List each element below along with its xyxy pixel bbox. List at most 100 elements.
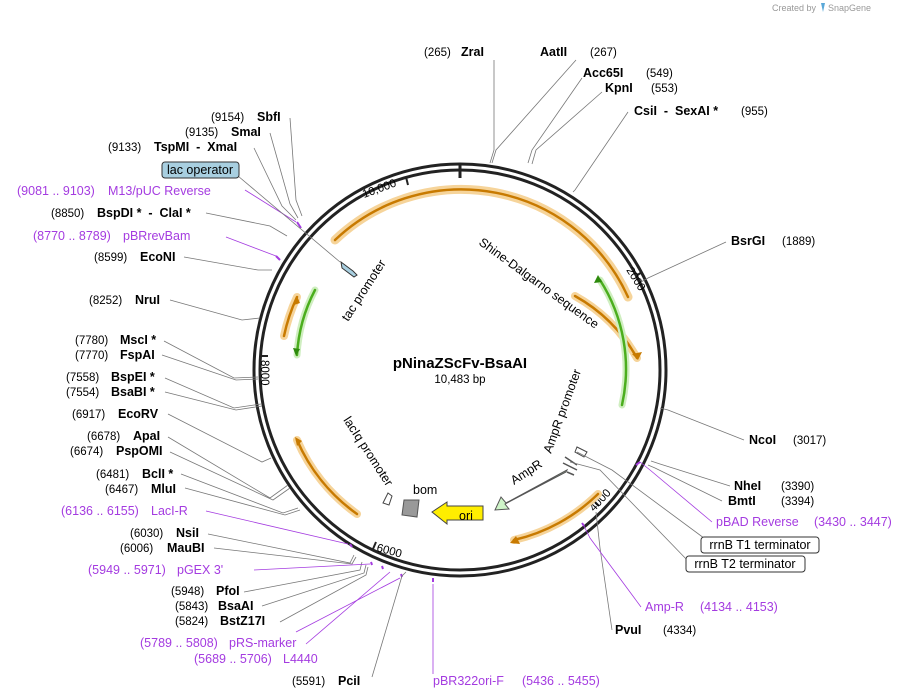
svg-text:(553): (553) [651,83,678,95]
lacIq-promoter-label: lacIq promoter [340,414,395,489]
site-msci[interactable]: (7780)MscI * [75,333,156,347]
svg-text:(8850): (8850) [51,208,84,220]
svg-text:Amp-R: Amp-R [645,600,684,614]
site-tspmi-xmai[interactable]: (9133) TspMI - XmaI [108,140,237,154]
site-nrui[interactable]: (8252) NruI [89,293,160,307]
site-fspai[interactable]: (7770)FspAI [75,348,155,362]
site-kpni[interactable]: KpnI (553) [605,81,678,95]
feature-lac-operator[interactable]: lac operator [161,161,240,179]
site-pfoi[interactable]: (5948)PfoI [171,584,240,598]
svg-text:(7554): (7554) [66,387,99,399]
svg-text:(6006): (6006) [120,543,153,555]
bom-box [401,499,420,518]
svg-text:(7558): (7558) [66,372,99,384]
site-econi[interactable]: (8599) EcoNI [94,250,175,264]
site-pcii[interactable]: (5591)PciI [292,674,360,688]
ampr-label: AmpR [508,457,545,488]
primer-pgex-3[interactable]: (5949 .. 5971)pGEX 3' [88,563,223,577]
svg-text:(3017): (3017) [793,435,826,447]
primer-laci-r[interactable]: (6136 .. 6155)LacI-R [61,504,188,518]
primer-m13-puc-reverse[interactable]: (9081 .. 9103)M13/pUC Reverse [17,184,211,198]
primer-prs-marker[interactable]: (5789 .. 5808)pRS-marker [140,636,296,650]
site-pvui[interactable]: PvuI(4334) [615,623,696,637]
feature-rrnb-t1-terminator[interactable]: rrnB T1 terminator [700,536,820,554]
svg-text:(8252): (8252) [89,295,122,307]
site-aatii[interactable]: AatII(267) [540,45,617,59]
svg-text:EcoNI: EcoNI [140,250,175,264]
svg-text:(5689 .. 5706): (5689 .. 5706) [194,652,272,666]
svg-text:(7780): (7780) [75,335,108,347]
site-maubi[interactable]: (6006) MauBI [120,541,205,555]
svg-text:(6030): (6030) [130,528,163,540]
svg-text:BsaBI *: BsaBI * [111,385,155,399]
svg-text:(7770): (7770) [75,350,108,362]
plasmid-size: 10,483 bp [434,374,485,386]
primer-l4440[interactable]: (5689 .. 5706)L4440 [194,652,318,666]
svg-text:(8599): (8599) [94,252,127,264]
svg-text:MluI: MluI [151,482,176,496]
svg-text:(5843): (5843) [175,601,208,613]
plasmid-name: pNinaZScFv-BsaAI [393,355,527,372]
primer-pbr322ori-f[interactable]: pBR322ori-F(5436 .. 5455) [433,674,600,688]
svg-text:KpnI: KpnI [605,81,633,95]
svg-text:(3430 .. 3447): (3430 .. 3447) [814,515,892,529]
site-bmti[interactable]: BmtI (3394) [728,494,814,508]
site-acc65i[interactable]: Acc65I (549) [583,66,673,80]
site-csii-sexai[interactable]: CsiI - SexAI *(955) [634,104,768,118]
svg-text:pBR322ori-F: pBR322ori-F [433,674,504,688]
svg-text:NruI: NruI [135,293,160,307]
site-bsabi[interactable]: (7554) BsaBI * [66,385,155,399]
site-ecorv[interactable]: (6917)EcoRV [72,407,159,421]
svg-text:pGEX 3': pGEX 3' [177,563,223,577]
site-bspei[interactable]: (7558)BspEI * [66,370,155,384]
feature-rrnb-t2-terminator[interactable]: rrnB T2 terminator [685,555,806,573]
credit-text: Created by [772,3,817,13]
site-bstz17i[interactable]: (5824)BstZ17I [175,614,265,628]
site-sbfi[interactable]: (9154)SbfI [211,110,281,124]
svg-text:pBRrevBam: pBRrevBam [123,229,190,243]
site-nsii[interactable]: (6030)NsiI [130,526,199,540]
enzyme-labels: (265)ZraI AatII(267) Acc65I (549) KpnI (55… [51,45,826,688]
svg-text:(3394): (3394) [781,496,814,508]
primer-pbad-reverse[interactable]: pBAD Reverse (3430 .. 3447) [716,515,892,529]
ampr-promoter-arrow [574,446,588,458]
site-apai[interactable]: (6678)ApaI [87,429,160,443]
shine-dalgarno-label: Shine-Dalgarno sequence [476,235,601,331]
svg-text:(265): (265) [424,47,451,59]
bom-label: bom [413,483,437,497]
ori-arrow [431,501,484,526]
lacIq-promoter-arrow [382,492,393,506]
svg-text:(3390): (3390) [781,481,814,493]
site-smai[interactable]: (9135)SmaI [185,125,261,139]
feature-leader-lines [237,175,713,564]
site-zrai[interactable]: (265)ZraI [424,45,484,59]
svg-text:MauBI: MauBI [167,541,205,555]
svg-text:pBAD Reverse: pBAD Reverse [716,515,799,529]
svg-text:TspMI - XmaI: TspMI - XmaI [154,140,237,154]
site-mlui[interactable]: (6467)MluI [105,482,176,496]
svg-text:BmtI: BmtI [728,494,756,508]
site-ncoi[interactable]: NcoI(3017) [749,433,826,447]
svg-text:(549): (549) [646,68,673,80]
site-bcli[interactable]: (6481)BclI * [96,467,173,481]
svg-text:(6917): (6917) [72,409,105,421]
site-bsrgi[interactable]: BsrGI(1889) [731,234,815,248]
svg-text:NheI: NheI [734,479,761,493]
svg-text:rrnB T2 terminator: rrnB T2 terminator [694,557,795,571]
site-bspdi-clai[interactable]: (8850)BspDI * - ClaI * [51,206,191,220]
site-bsaai[interactable]: (5843)BsaAI [175,599,253,613]
primer-ticks [275,221,641,582]
svg-text:Acc65I: Acc65I [583,66,623,80]
enzyme-leader-lines [161,59,745,678]
svg-text:(6136 .. 6155): (6136 .. 6155) [61,504,139,518]
primer-amp-r[interactable]: Amp-R(4134 .. 4153) [645,600,778,614]
primer-pbrrevbam[interactable]: (8770 .. 8789)pBRrevBam [33,229,190,243]
green-arrowheads [293,275,602,356]
site-nhei[interactable]: NheI (3390) [734,479,814,493]
svg-text:lac operator: lac operator [167,163,233,177]
svg-text:M13/pUC Reverse: M13/pUC Reverse [108,184,211,198]
svg-text:(9154): (9154) [211,112,244,124]
svg-text:(9133): (9133) [108,142,141,154]
site-pspomi[interactable]: (6674)PspOMI [70,444,163,458]
